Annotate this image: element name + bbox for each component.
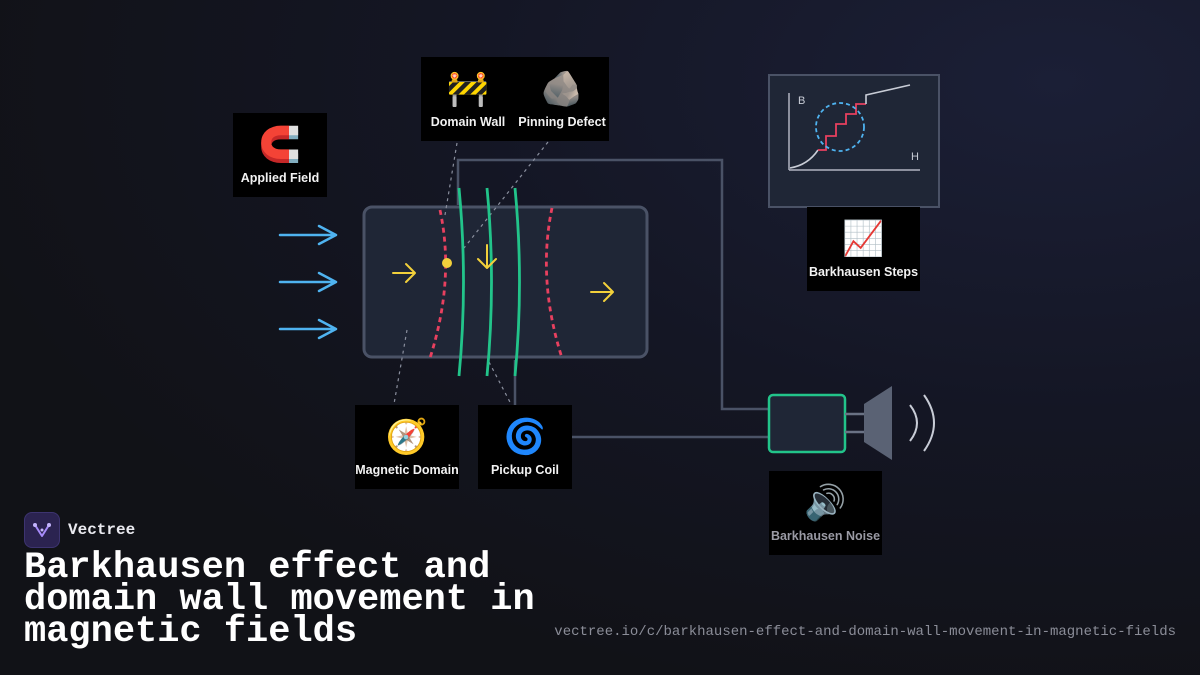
magnetization-arrows xyxy=(392,244,614,302)
compass-icon: 🧭 xyxy=(385,417,429,457)
pickup-coil-windings xyxy=(457,187,521,377)
domain-walls xyxy=(428,207,564,359)
applied-field-arrows xyxy=(278,224,338,340)
barrier-icon: 🚧 xyxy=(446,69,490,109)
bh-graph: B H xyxy=(768,74,940,208)
domain-wall-label: 🚧 Domain Wall xyxy=(421,57,515,141)
steps-highlight xyxy=(815,102,865,152)
pinning-defect-text: Pinning Defect xyxy=(518,115,606,129)
amplifier-box xyxy=(767,393,847,454)
rock-icon: 🪨 xyxy=(540,69,584,109)
bh-curve-upper xyxy=(865,84,911,104)
barkhausen-noise-text: Barkhausen Noise xyxy=(770,529,881,543)
graph-y-axis-label: B xyxy=(798,95,805,107)
cyclone-icon: 🌀 xyxy=(503,417,547,457)
chart-increasing-icon: 📈 xyxy=(842,219,885,259)
barkhausen-noise-label: 🔊 Barkhausen Noise xyxy=(769,471,882,555)
graph-x-axis-label: H xyxy=(911,151,919,163)
pickup-coil-label: 🌀 Pickup Coil xyxy=(478,405,572,489)
signal-wire-top xyxy=(456,158,770,411)
brand-name: Vectree xyxy=(68,521,136,539)
vectree-logo-icon xyxy=(24,512,60,548)
speaker-icon: 🔊 xyxy=(804,483,847,523)
applied-field-label: 🧲 Applied Field xyxy=(233,113,327,197)
barkhausen-steps-text: Barkhausen Steps xyxy=(808,265,919,279)
barkhausen-steps-label: 📈 Barkhausen Steps xyxy=(807,207,920,291)
domain-wall-text: Domain Wall xyxy=(430,115,506,129)
pointer-lines xyxy=(393,141,549,405)
pinning-defect-label: 🪨 Pinning Defect xyxy=(515,57,609,141)
speaker xyxy=(845,386,935,460)
brand: Vectree xyxy=(24,512,135,548)
bh-curve-lower xyxy=(789,149,819,169)
source-url[interactable]: vectree.io/c/barkhausen-effect-and-domai… xyxy=(554,624,1176,640)
magnetic-domain-label: 🧭 Magnetic Domain xyxy=(355,405,459,489)
pickup-coil-text: Pickup Coil xyxy=(490,463,560,477)
magnet-icon: 🧲 xyxy=(258,125,302,165)
pinning-site xyxy=(442,258,452,268)
ferromagnetic-specimen xyxy=(362,205,649,359)
applied-field-text: Applied Field xyxy=(240,171,320,185)
magnetic-domain-text: Magnetic Domain xyxy=(355,463,459,477)
page-title: Barkhausen effect and domain wall moveme… xyxy=(24,547,535,653)
